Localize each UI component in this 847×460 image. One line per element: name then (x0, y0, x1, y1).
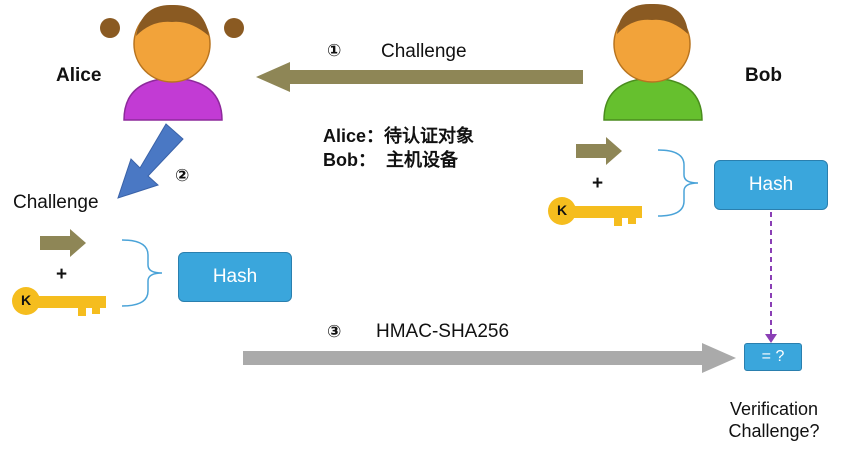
bob-key-icon (548, 197, 642, 226)
alice-plus: + (56, 264, 68, 285)
alice-challenge-arrow (40, 229, 86, 257)
bob-brace (657, 149, 699, 217)
bob-figure (603, 3, 703, 121)
roles-note-bob: Bob： 主机设备 (323, 150, 458, 170)
bob-name: Bob (745, 65, 782, 86)
verification-caption-line1: Verification (729, 399, 819, 419)
alice-hash-label: Hash (212, 266, 258, 287)
alice-hash-box: Hash (178, 252, 292, 302)
roles-note: Alice：待认证对象 Bob： 主机设备 (323, 124, 474, 172)
alice-key-label: K (20, 292, 32, 308)
step2-marker: ② (175, 166, 190, 185)
step3-marker: ③ (327, 322, 342, 341)
roles-note-alice: Alice：待认证对象 (323, 126, 475, 146)
step2-arrow (117, 123, 184, 199)
step1-marker: ① (327, 41, 342, 60)
step1-label: Challenge (381, 41, 467, 62)
bob-plus: + (592, 173, 604, 194)
step3-arrow (243, 343, 736, 373)
bob-challenge-arrow (576, 137, 622, 165)
verification-caption-line2: Challenge? (728, 421, 820, 441)
alice-key-icon (12, 287, 106, 316)
bob-key-label: K (556, 202, 568, 218)
bob-hash-box: Hash (714, 160, 828, 210)
step2-label: Challenge (13, 192, 99, 213)
step1-arrow (256, 62, 583, 92)
compare-box: = ? (744, 343, 802, 371)
alice-name: Alice (56, 65, 102, 86)
compare-label: = ? (761, 348, 785, 365)
alice-figure (100, 4, 244, 121)
alice-brace (121, 239, 163, 307)
verify-arrowhead (765, 334, 777, 343)
bob-hash-label: Hash (748, 174, 794, 195)
step3-label: HMAC-SHA256 (376, 321, 510, 342)
verification-caption: Verification Challenge? (710, 398, 838, 442)
